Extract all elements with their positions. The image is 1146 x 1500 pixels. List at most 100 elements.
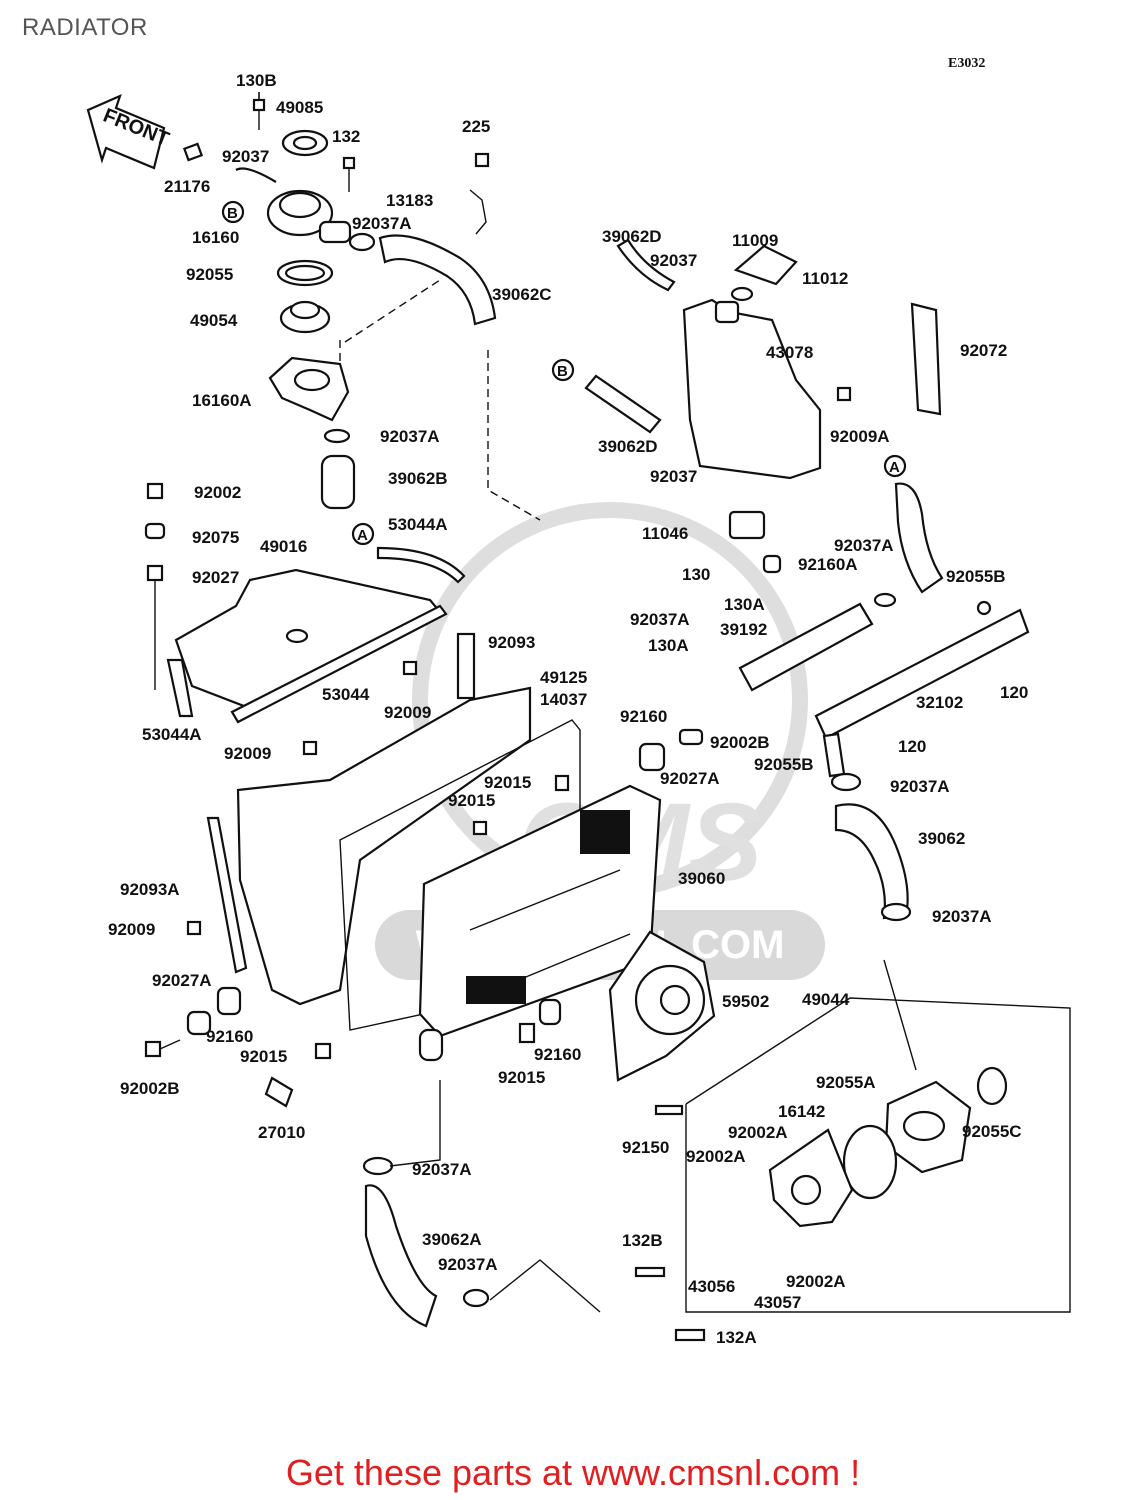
part-label-92002a-1: 92002A — [728, 1123, 788, 1142]
part-label-92055b-2: 92055B — [754, 755, 814, 774]
part-label-92027a-2: 92027A — [152, 971, 212, 990]
part-label-53044: 53044 — [322, 685, 370, 704]
hose-39062a — [362, 1080, 601, 1328]
callout-a-2: A — [889, 459, 900, 476]
part-label-92037a-4: 92037A — [630, 610, 690, 629]
part-labels: 130B4908513222592037211761318392037A1616… — [108, 71, 1028, 1347]
part-label-32102: 32102 — [916, 693, 963, 712]
part-label-130b: 130B — [236, 71, 277, 90]
part-label-53044a-2: 53044A — [142, 725, 202, 744]
part-label-92037-top: 92037 — [222, 147, 269, 166]
part-label-92002: 92002 — [194, 483, 241, 502]
diagram-code: E3032 — [948, 56, 986, 71]
part-label-92150: 92150 — [622, 1138, 669, 1157]
part-label-132a: 132A — [716, 1328, 757, 1347]
part-label-92009-1: 92009 — [384, 703, 431, 722]
callout-a-1: A — [357, 527, 368, 544]
part-label-92037-2: 92037 — [650, 251, 697, 270]
part-label-92002a-2: 92002A — [686, 1147, 746, 1166]
hose-39062 — [830, 772, 917, 1071]
part-label-39060: 39060 — [678, 869, 725, 888]
part-label-59502: 59502 — [722, 992, 769, 1011]
part-label-132: 132 — [332, 127, 360, 146]
part-label-92037a-8: 92037A — [438, 1255, 498, 1274]
callout-b-1: B — [227, 205, 238, 222]
part-label-92160-3: 92160 — [534, 1045, 581, 1064]
part-label-92015-1: 92015 — [484, 773, 531, 792]
part-label-16142: 16142 — [778, 1102, 825, 1121]
thermostat-group — [182, 92, 376, 510]
coolant-pipes — [728, 482, 1030, 778]
part-label-92027a-1: 92027A — [660, 769, 720, 788]
part-label-39062b: 39062B — [388, 469, 448, 488]
part-label-39062c: 39062C — [492, 285, 552, 304]
part-label-92037a-1: 92037A — [352, 214, 412, 233]
part-label-92002b-2: 92002B — [120, 1079, 180, 1098]
misc-fasteners — [144, 728, 704, 1108]
fan-59502 — [608, 930, 716, 1082]
part-label-92160-2: 92160 — [206, 1027, 253, 1046]
part-label-92093: 92093 — [488, 633, 535, 652]
part-label-39192: 39192 — [720, 620, 767, 639]
part-label-120-2: 120 — [898, 737, 926, 756]
part-label-21176: 21176 — [164, 177, 210, 196]
part-label-92093a: 92093A — [120, 880, 180, 899]
callouts: B B A A — [221, 200, 907, 546]
cover-plate-49016 — [144, 482, 466, 724]
part-label-16160a: 16160A — [192, 391, 252, 410]
part-label-92037a-3: 92037A — [834, 536, 894, 555]
part-label-14037: 14037 — [540, 690, 587, 709]
part-label-92055a: 92055A — [816, 1073, 876, 1092]
part-label-92055: 92055 — [186, 265, 233, 284]
part-label-39062a: 39062A — [422, 1230, 482, 1249]
part-label-92002a-3: 92002A — [786, 1272, 846, 1291]
part-label-43056: 43056 — [688, 1277, 735, 1296]
part-label-43078: 43078 — [766, 343, 813, 362]
part-label-92015-3: 92015 — [240, 1047, 287, 1066]
part-label-92055b: 92055B — [946, 567, 1006, 586]
part-label-11009: 11009 — [732, 231, 778, 250]
part-label-92027: 92027 — [192, 568, 239, 587]
part-label-49125: 49125 — [540, 668, 587, 687]
footer-link[interactable]: Get these parts at www.cmsnl.com ! — [285, 1452, 861, 1493]
part-label-92009-3: 92009 — [108, 920, 155, 939]
part-label-43057: 43057 — [754, 1293, 801, 1312]
part-label-49016: 49016 — [260, 537, 307, 556]
part-label-92002b-1: 92002B — [710, 733, 770, 752]
part-label-92055c: 92055C — [962, 1122, 1022, 1141]
part-label-92037a-7: 92037A — [412, 1160, 472, 1179]
part-label-92009a: 92009A — [830, 427, 890, 446]
front-arrow-icon: FRONT — [86, 94, 172, 170]
part-label-13183: 13183 — [386, 191, 433, 210]
part-label-49044: 49044 — [802, 990, 850, 1009]
part-label-27010: 27010 — [258, 1123, 305, 1142]
part-label-49085: 49085 — [276, 98, 323, 117]
callout-b-2: B — [557, 363, 568, 380]
part-label-11046: 11046 — [642, 524, 688, 543]
part-label-132b: 132B — [622, 1231, 663, 1250]
part-label-92015-2: 92015 — [448, 791, 495, 810]
diagram-title: RADIATOR — [22, 14, 148, 41]
part-label-92009-2: 92009 — [224, 744, 271, 763]
part-label-92037a-6: 92037A — [932, 907, 992, 926]
part-label-49054: 49054 — [190, 311, 238, 330]
part-label-92015-4: 92015 — [498, 1068, 545, 1087]
part-label-92160a: 92160A — [798, 555, 858, 574]
part-label-92075: 92075 — [192, 528, 239, 547]
part-label-130: 130 — [682, 565, 710, 584]
part-label-92037a-5: 92037A — [890, 777, 950, 796]
hose-39062c — [344, 152, 541, 521]
part-label-92160-1: 92160 — [620, 707, 667, 726]
radiator-core — [418, 784, 662, 1062]
part-label-39062: 39062 — [918, 829, 965, 848]
part-label-16160: 16160 — [192, 228, 239, 247]
water-pump-49044 — [634, 997, 1071, 1342]
part-label-130a-2: 130A — [648, 636, 689, 655]
radiator-shroud — [186, 632, 581, 1031]
part-label-11012: 11012 — [802, 269, 848, 288]
part-label-92037-3: 92037 — [650, 467, 697, 486]
part-label-53044a-1: 53044A — [388, 515, 448, 534]
reservoir-group — [584, 238, 942, 480]
part-label-92037a-2: 92037A — [380, 427, 440, 446]
